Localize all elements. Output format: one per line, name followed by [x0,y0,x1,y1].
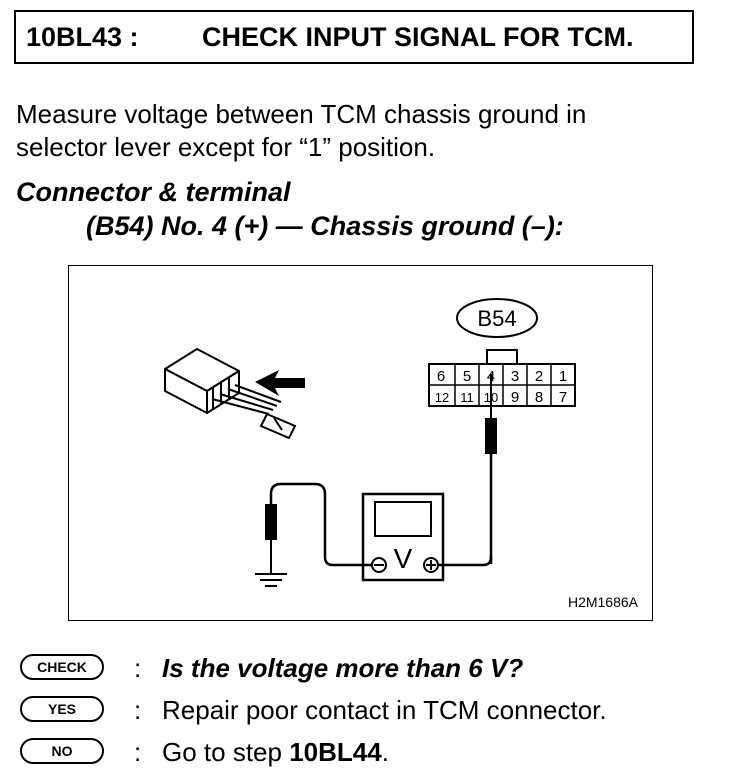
terminal-9: 9 [511,389,519,406]
check-colon: : [134,653,142,683]
connector-label: B54 [477,306,516,331]
wiring-diagram-drawing: 6 5 4 3 2 1 12 11 10 9 8 7 B54 V [164,298,576,587]
no-answer-suffix: . [381,737,389,767]
positive-lead [438,556,493,567]
check-row: CHECK : Is the voltage more than 6 V? [16,650,726,688]
voltmeter-icon: V [361,492,445,582]
terminal-7: 7 [559,389,567,406]
yes-row: YES : Repair poor contact in TCM connect… [16,692,726,730]
terminal-11: 11 [460,390,474,405]
no-answer: Go to step 10BL44. [162,734,389,770]
instruction-line-1: Measure voltage between TCM chassis grou… [16,99,587,129]
terminal-6: 6 [437,368,445,385]
wiring-diagram: 6 5 4 3 2 1 12 11 10 9 8 7 B54 V [68,265,653,621]
connector-label-oval: B54 [456,298,538,338]
step-code: 10BL43 : [26,22,139,52]
figure-id: H2M1686A [567,594,638,610]
connector-terminal-spec: (B54) No. 4 (+) — Chassis ground (–): [86,211,564,241]
negative-probe-icon [265,504,277,562]
harness-wires-icon [211,384,297,440]
insertion-arrow-icon [255,370,305,396]
chassis-ground-icon [255,562,287,587]
instruction-line-2: selector lever except for “1” position. [16,132,436,162]
no-row: NO : Go to step 10BL44. [16,734,726,772]
step-title-box: 10BL43 : CHECK INPUT SIGNAL FOR TCM. [14,10,694,64]
terminal-8: 8 [535,389,543,406]
terminal-2: 2 [535,368,543,385]
check-badge: CHECK [20,654,104,680]
no-answer-prefix: Go to step [162,737,290,767]
check-question: Is the voltage more than 6 V? [162,653,524,683]
yes-answer: Repair poor contact in TCM connector. [162,695,607,725]
voltmeter-symbol: V [394,543,413,574]
terminal-3: 3 [511,368,519,385]
yes-badge: YES [20,696,104,722]
terminal-connector-b54: 6 5 4 3 2 1 12 11 10 9 8 7 [428,349,576,407]
step-title: CHECK INPUT SIGNAL FOR TCM. [202,22,634,52]
next-step-link: 10BL44 [289,737,382,767]
negative-lead [269,482,372,567]
terminal-12: 12 [435,390,449,405]
terminal-1: 1 [559,368,567,385]
positive-probe-icon [485,374,497,564]
yes-colon: : [134,695,142,725]
no-badge: NO [20,738,104,764]
no-colon: : [134,737,142,767]
instruction-paragraph: Measure voltage between TCM chassis grou… [16,98,726,164]
connector-terminal-heading: Connector & terminal [16,177,291,207]
terminal-5: 5 [463,368,471,385]
